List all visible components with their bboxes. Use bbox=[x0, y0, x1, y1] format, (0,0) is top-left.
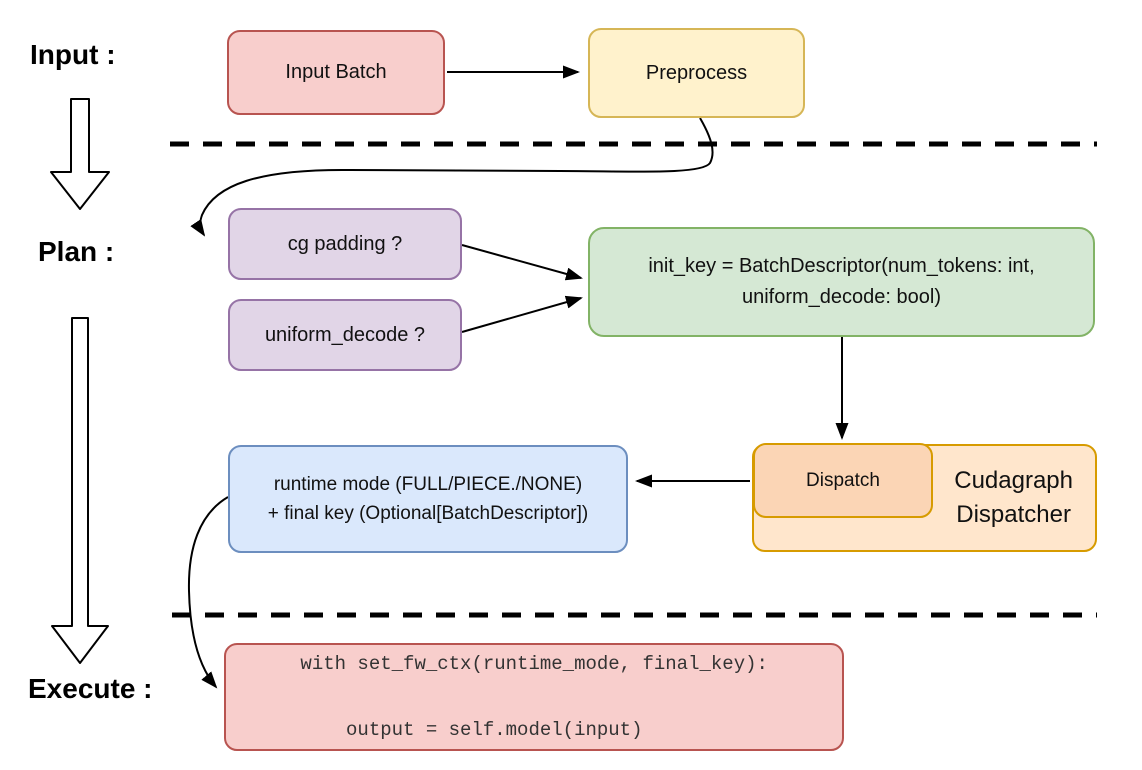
node-cg-padding-label: cg padding ? bbox=[287, 232, 403, 255]
arrow-uniform-decode-to-init-key bbox=[461, 295, 583, 333]
stage-label-input: Input : bbox=[30, 39, 116, 70]
node-init-key-line2: uniform_decode: bool) bbox=[741, 286, 941, 308]
arrow-cg-padding-to-init-key bbox=[461, 244, 583, 281]
stage-label-plan: Plan : bbox=[38, 236, 115, 267]
stage-flow-arrow-plan-to-execute bbox=[51, 317, 109, 664]
node-cudagraph-dispatcher-line2: Dispatcher bbox=[956, 501, 1071, 528]
node-runtime-mode: runtime mode (FULL/PIECE./NONE) + final … bbox=[228, 445, 628, 553]
node-preprocess: Preprocess bbox=[588, 28, 805, 118]
node-init-key: init_key = BatchDescriptor(num_tokens: i… bbox=[588, 227, 1095, 337]
node-input-batch-label: Input Batch bbox=[285, 61, 387, 83]
stage-flow-arrow-input-to-plan bbox=[50, 98, 110, 210]
node-uniform-decode: uniform_decode ? bbox=[228, 299, 462, 371]
node-execute-code: with set_fw_ctx(runtime_mode, final_key)… bbox=[224, 643, 844, 751]
stage-label-execute: Execute : bbox=[28, 673, 153, 704]
node-execute-code-line2: output = self.model(input) bbox=[300, 718, 643, 741]
node-cg-padding: cg padding ? bbox=[228, 208, 462, 280]
node-preprocess-label: Preprocess bbox=[645, 61, 748, 84]
node-dispatch-label: Dispatch bbox=[806, 469, 880, 491]
node-uniform-decode-label: uniform_decode ? bbox=[264, 323, 426, 346]
node-dispatch: Dispatch bbox=[753, 443, 933, 518]
node-init-key-line1: init_key = BatchDescriptor(num_tokens: i… bbox=[648, 255, 1035, 277]
node-input-batch: Input Batch bbox=[227, 30, 445, 115]
node-runtime-mode-line1: runtime mode (FULL/PIECE./NONE) bbox=[273, 473, 583, 495]
arrow-runtime-mode-to-execute-code bbox=[187, 496, 229, 689]
node-runtime-mode-line2: + final key (Optional[BatchDescriptor]) bbox=[267, 503, 589, 524]
node-cudagraph-dispatcher-line1: Cudagraph bbox=[954, 467, 1073, 494]
node-execute-code-line1: with set_fw_ctx(runtime_mode, final_key)… bbox=[300, 652, 768, 675]
